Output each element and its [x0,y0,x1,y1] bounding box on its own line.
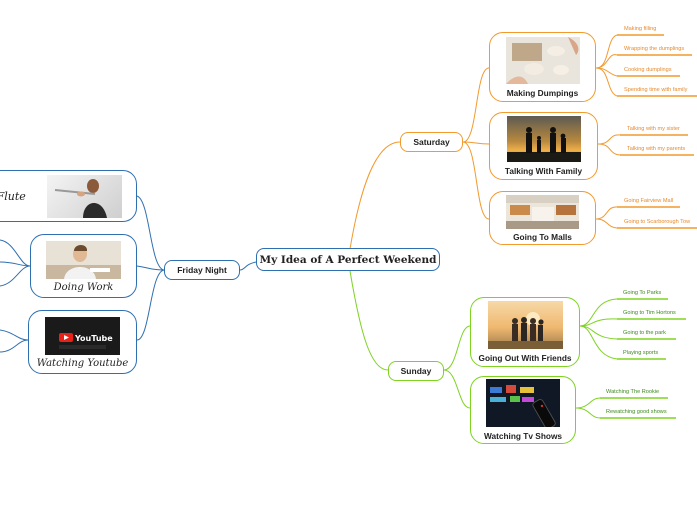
svg-text:YouTube: YouTube [74,334,113,343]
branch-friday-night[interactable]: Friday Night [164,260,240,280]
topic-label-doing-work: Doing Work [53,282,114,293]
branch-saturday-label: Saturday [413,137,450,147]
leaf-wrapping-dumplings[interactable]: Wrapping the dumplings [624,46,685,52]
central-topic[interactable]: My Idea of A Perfect Weekend [256,248,440,271]
branch-saturday[interactable]: Saturday [400,132,463,152]
leaf-going-to-tim-hortons[interactable]: Going to Tim Hortons [623,310,676,316]
branch-friday-night-label: Friday Night [177,265,227,275]
leaf-watching-the-rookie[interactable]: Watching The Rookie [606,389,660,395]
topic-label-making-dumplings: Making Dumpings [506,87,579,98]
leaf-going-to-the-park[interactable]: Going to the park [623,330,666,336]
leaf-talking-with-parents[interactable]: Talking with my parents [627,146,686,152]
topic-label-talking-with-family: Talking With Family [504,166,583,176]
topic-card-going-to-malls[interactable]: Going To Malls [489,191,596,245]
mall-interior-photo-icon [506,194,579,229]
kid-doing-homework-photo-icon [46,241,121,279]
topic-card-watching-youtube[interactable]: YouTube Watching Youtube [28,310,137,374]
topic-card-talking-with-family[interactable]: Talking With Family [489,112,598,180]
topic-card-watching-tv-shows[interactable]: Watching Tv Shows [470,376,576,444]
topic-card-going-out-with-friends[interactable]: Going Out With Friends [470,297,580,367]
leaf-talking-with-sister[interactable]: Talking with my sister [627,126,680,132]
topic-label-flute: ng Flute [0,189,26,203]
branch-sunday-label: Sunday [400,366,432,376]
topic-label-watching-youtube: Watching Youtube [36,358,129,369]
flute-player-photo-icon [47,174,122,218]
leaf-cooking-dumplings[interactable]: Cooking dumplings [624,67,672,73]
tv-remote-photo-icon [486,379,560,427]
topic-card-doing-work[interactable]: Doing Work [30,234,137,298]
topic-card-flute[interactable]: ng Flute [0,170,137,222]
leaf-making-filling[interactable]: Making filling [624,26,657,32]
topic-card-making-dumplings[interactable]: Making Dumpings [489,32,596,102]
family-silhouette-photo-icon [506,116,581,162]
central-topic-label: My Idea of A Perfect Weekend [259,253,437,266]
topic-label-going-out-with-friends: Going Out With Friends [478,353,572,363]
topic-label-going-to-malls: Going To Malls [513,231,572,242]
leaf-rewatching-good-shows[interactable]: Rewatching good shows [606,409,667,415]
leaf-spending-time-with-family[interactable]: Spending time with family [624,87,688,93]
leaf-going-to-parks[interactable]: Going To Parks [623,290,662,296]
leaf-playing-sports[interactable]: Playing sports [623,350,659,356]
friends-sunset-photo-icon [487,301,563,349]
dumplings-photo-icon [505,36,580,84]
youtube-logo-photo-icon: YouTube [45,317,120,355]
branch-sunday[interactable]: Sunday [388,361,444,381]
leaf-going-fairview-mall[interactable]: Going Fairview Mall [624,198,674,204]
leaf-going-scarborough[interactable]: Going to Scarborough Tow [624,219,691,225]
topic-label-watching-tv-shows: Watching Tv Shows [483,431,563,441]
